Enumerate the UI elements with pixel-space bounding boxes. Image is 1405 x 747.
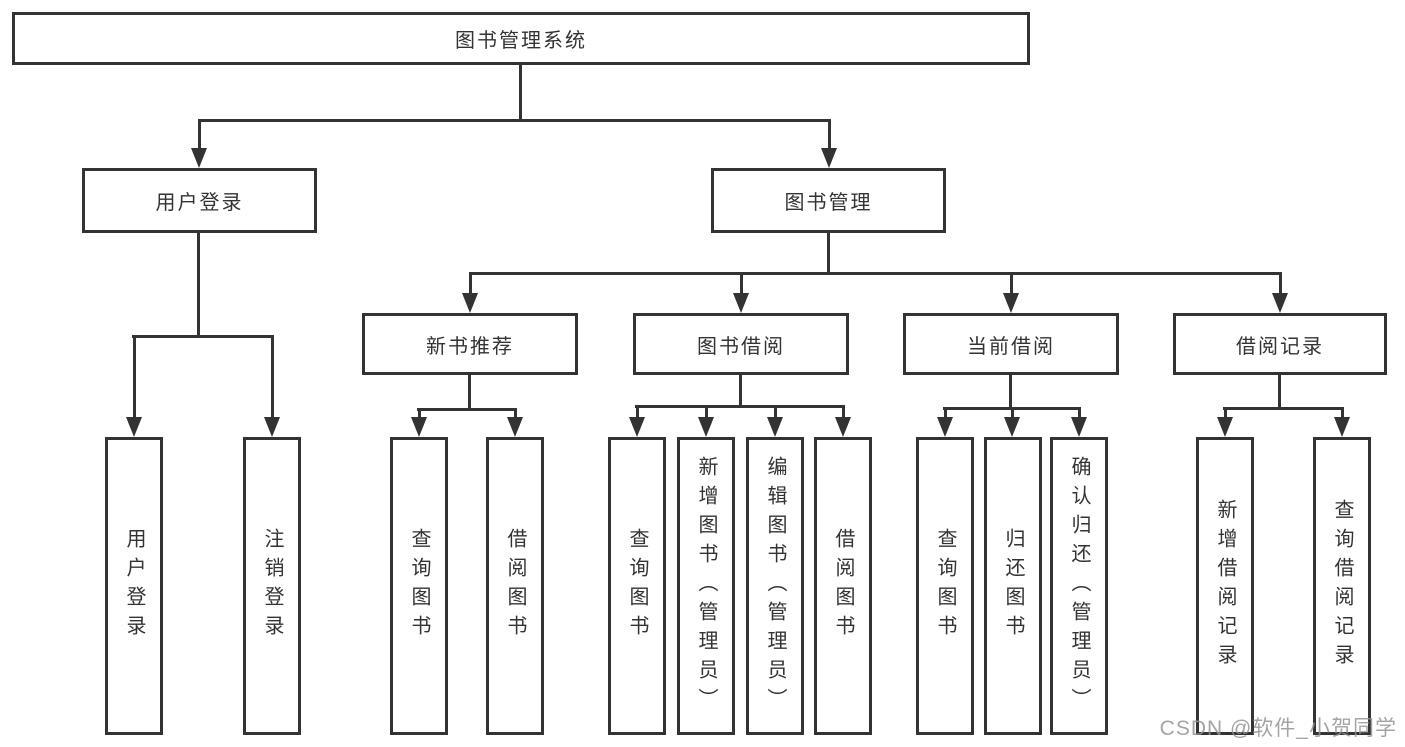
connector-line: [417, 408, 517, 411]
arrow-down-icon: [411, 417, 427, 437]
node-current-borrow: 当前借阅: [903, 313, 1119, 375]
connector-line: [739, 272, 743, 295]
node-book-borrow: 图书借阅: [633, 313, 849, 375]
arrow-down-icon: [767, 417, 783, 437]
connector-line: [469, 272, 1282, 275]
leaf-edit-books-admin: 编辑图书（管理员）: [746, 437, 804, 735]
leaf-query-books: 查询图书: [608, 437, 666, 735]
leaf-query-borrow-record: 查询借阅记录: [1313, 437, 1371, 735]
connector-line: [519, 65, 522, 122]
leaf-user-login: 用户登录: [105, 437, 163, 735]
leaf-label: 新增图书（管理员）: [695, 455, 717, 717]
arrow-down-icon: [733, 293, 749, 313]
connector-line: [132, 335, 274, 338]
leaf-label: 借阅图书: [832, 528, 854, 644]
connector-line: [132, 335, 136, 419]
connector-line: [739, 375, 742, 408]
connector-line: [1340, 407, 1344, 419]
leaf-logout: 注销登录: [243, 437, 301, 735]
connector-line: [827, 119, 831, 150]
connector-line: [1223, 407, 1344, 410]
arrow-down-icon: [507, 417, 523, 437]
connector-line: [635, 405, 845, 408]
arrow-down-icon: [1003, 293, 1019, 313]
node-book-management: 图书管理: [711, 168, 946, 233]
arrow-down-icon: [835, 417, 851, 437]
connector-line: [841, 405, 845, 419]
connector-line: [773, 405, 777, 419]
arrow-down-icon: [1004, 417, 1020, 437]
node-system-root: 图书管理系统: [12, 12, 1030, 65]
connector-line: [1278, 375, 1281, 410]
leaf-query-books: 查询图书: [916, 437, 974, 735]
connector-line: [704, 405, 708, 419]
leaf-borrow-books: 借阅图书: [486, 437, 544, 735]
connector-line: [1009, 375, 1012, 410]
connector-line: [417, 408, 421, 419]
leaf-label: 注销登录: [261, 528, 283, 644]
connector-line: [1010, 407, 1014, 419]
connector-line: [270, 335, 274, 419]
connector-line: [1223, 407, 1227, 419]
leaf-label: 用户登录: [123, 528, 145, 644]
leaf-label: 确认归还（管理员）: [1068, 455, 1090, 717]
connector-line: [468, 272, 472, 295]
arrow-down-icon: [821, 148, 837, 168]
connector-line: [1009, 272, 1013, 295]
arrow-down-icon: [1272, 293, 1288, 313]
connector-line: [827, 233, 830, 275]
arrow-down-icon: [1334, 417, 1350, 437]
leaf-add-books-admin: 新增图书（管理员）: [677, 437, 735, 735]
leaf-label: 查询图书: [408, 528, 430, 644]
leaf-label: 新增借阅记录: [1214, 499, 1236, 673]
leaf-query-books: 查询图书: [390, 437, 448, 735]
leaf-label: 编辑图书（管理员）: [764, 455, 786, 717]
leaf-confirm-return-admin: 确认归还（管理员）: [1050, 437, 1108, 735]
node-user-login: 用户登录: [82, 168, 317, 233]
arrow-down-icon: [937, 417, 953, 437]
arrow-down-icon: [126, 417, 142, 437]
leaf-label: 归还图书: [1002, 528, 1024, 644]
connector-line: [1077, 407, 1081, 419]
arrow-down-icon: [629, 417, 645, 437]
node-borrow-records: 借阅记录: [1173, 313, 1387, 375]
leaf-borrow-books: 借阅图书: [814, 437, 872, 735]
connector-line: [197, 233, 200, 338]
leaf-add-borrow-record: 新增借阅记录: [1196, 437, 1254, 735]
csdn-watermark: CSDN @软件_小贺同学: [1159, 717, 1397, 740]
leaf-label: 借阅图书: [504, 528, 526, 644]
connector-line: [198, 119, 831, 122]
connector-line: [468, 375, 471, 411]
arrow-down-icon: [191, 148, 207, 168]
arrow-down-icon: [698, 417, 714, 437]
leaf-label: 查询图书: [934, 528, 956, 644]
arrow-down-icon: [264, 417, 280, 437]
node-new-book-recommend: 新书推荐: [362, 313, 578, 375]
leaf-label: 查询借阅记录: [1331, 499, 1353, 673]
arrow-down-icon: [462, 293, 478, 313]
connector-line: [197, 119, 201, 150]
connector-line: [635, 405, 639, 419]
connector-line: [943, 407, 947, 419]
leaf-return-books: 归还图书: [984, 437, 1042, 735]
connector-line: [1278, 272, 1282, 295]
arrow-down-icon: [1217, 417, 1233, 437]
arrow-down-icon: [1071, 417, 1087, 437]
leaf-label: 查询图书: [626, 528, 648, 644]
connector-line: [513, 408, 517, 419]
